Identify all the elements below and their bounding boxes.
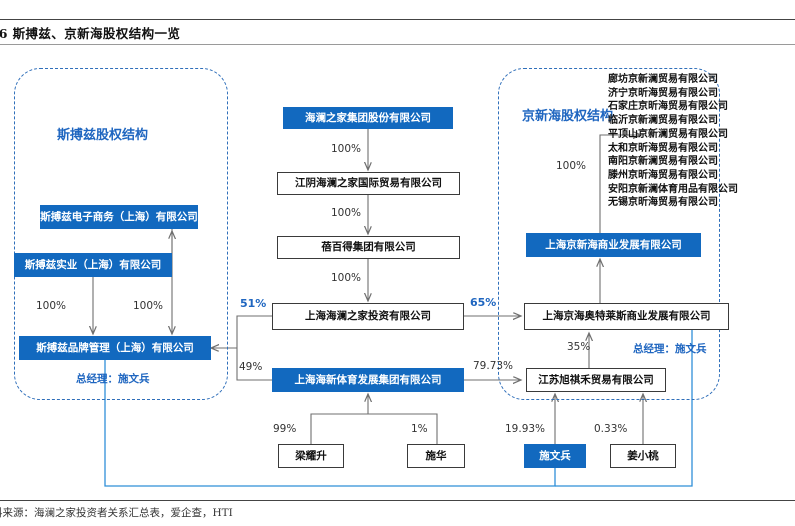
box-person-jiangxiaotao[interactable]: 姜小桃: [610, 444, 676, 468]
pct-label-033: 0.33%: [594, 423, 628, 435]
list-item: 南阳京新澜贸易有限公司: [608, 156, 718, 168]
pct-label-51: 51%: [240, 297, 267, 310]
list-item: 廊坊京新澜贸易有限公司: [608, 74, 718, 85]
list-item: 平顶山京新澜贸易有限公司: [608, 128, 728, 140]
box-beibaide-group[interactable]: 蓓百得集团有限公司: [277, 236, 460, 259]
subsidiary-company-list: 廊坊京新澜贸易有限公司 济宁京昕海贸易有限公司 石家庄京昕海贸易有限公司 临沂京…: [608, 73, 788, 210]
pct-label-100-left2: 100%: [133, 300, 164, 312]
list-item: 太和京昕海贸易有限公司: [608, 142, 718, 154]
box-sbz-brand-management[interactable]: 斯搏兹品牌管理（上海）有限公司: [19, 336, 211, 360]
list-item: 滕州京昕海贸易有限公司: [608, 169, 718, 181]
pct-label-100-left1: 100%: [36, 300, 67, 312]
group-title-sbz: 斯搏兹股权结构: [57, 128, 149, 143]
box-person-liang[interactable]: 梁耀升: [278, 444, 344, 468]
group-container-sbz: [14, 68, 228, 400]
box-sbz-ecommerce[interactable]: 斯搏兹电子商务（上海）有限公司: [40, 205, 198, 229]
pct-label-100-b: 100%: [331, 207, 362, 219]
header-divider-under-title: [0, 44, 795, 45]
box-person-shiwenbing[interactable]: 施文兵: [524, 444, 586, 468]
list-item: 无锡京昕海贸易有限公司: [608, 197, 718, 209]
pct-label-100-a: 100%: [331, 143, 362, 155]
box-haixin-sports[interactable]: 上海海新体育发展集团有限公司: [272, 368, 464, 392]
group-container-jxh: [498, 68, 720, 400]
pct-label-35: 35%: [567, 341, 591, 353]
pct-label-1: 1%: [411, 423, 428, 435]
list-item: 临沂京新澜贸易有限公司: [608, 115, 718, 127]
box-xuqihe-trading[interactable]: 江苏旭祺禾贸易有限公司: [526, 368, 666, 392]
box-outlets-business[interactable]: 上海京海奥特莱斯商业发展有限公司: [524, 303, 729, 330]
manager-label-right: 总经理：施文兵: [633, 343, 707, 355]
source-note: 料来源：海澜之家投资者关系汇总表，爱企查，HTI: [0, 507, 233, 519]
footer-divider: [0, 500, 795, 501]
list-item: 安阳京新澜体育用品有限公司: [608, 183, 738, 195]
page-title: .6 斯搏兹、京新海股权结构一览: [0, 26, 181, 41]
box-hla-group[interactable]: 海澜之家集团股份有限公司: [283, 107, 453, 129]
pct-label-1993: 19.93%: [505, 423, 546, 435]
group-title-jxh: 京新海股权结构: [522, 109, 614, 124]
header-divider-top: [0, 19, 795, 20]
manager-label-left: 总经理：施文兵: [76, 373, 150, 385]
pct-label-100-c: 100%: [331, 272, 362, 284]
pct-label-65: 65%: [470, 296, 497, 309]
pct-label-49: 49%: [239, 361, 263, 373]
box-jingxinhai-business[interactable]: 上海京新海商业发展有限公司: [526, 233, 701, 257]
pct-label-100-right: 100%: [556, 160, 587, 172]
pct-label-99: 99%: [273, 423, 297, 435]
list-item: 石家庄京昕海贸易有限公司: [608, 101, 728, 113]
box-hla-investment[interactable]: 上海海澜之家投资有限公司: [272, 303, 464, 330]
pct-label-7973: 79.73%: [473, 360, 514, 372]
box-sbz-industrial[interactable]: 斯搏兹实业（上海）有限公司: [14, 253, 172, 277]
box-person-shihua[interactable]: 施华: [407, 444, 465, 468]
list-item: 济宁京昕海贸易有限公司: [608, 87, 718, 99]
box-jiangyin-trading[interactable]: 江阴海澜之家国际贸易有限公司: [277, 172, 460, 195]
